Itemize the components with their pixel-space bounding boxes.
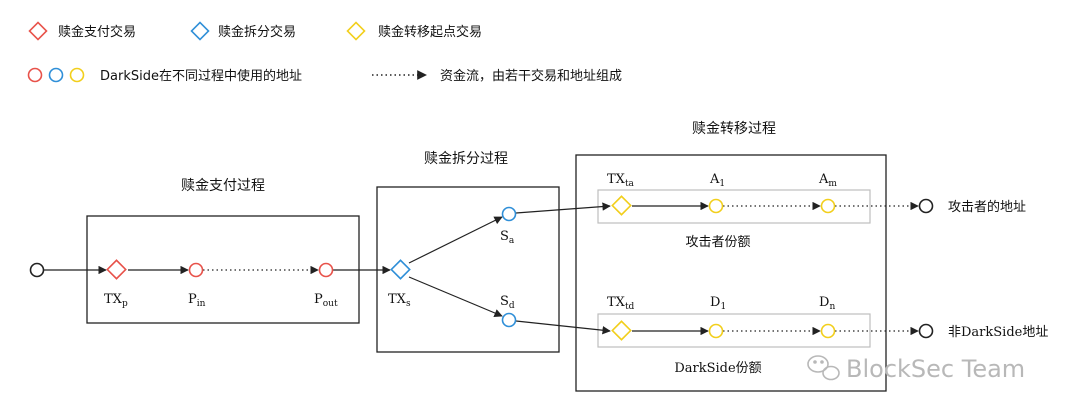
am-label: Am <box>818 172 837 189</box>
dn-address-node <box>820 323 836 339</box>
watermark-text: BlockSec Team <box>846 355 1025 383</box>
watermark: BlockSec Team <box>807 355 1025 383</box>
edge-sd-to-txtd <box>515 320 611 335</box>
edge-txs-to-sa <box>408 216 503 264</box>
edges <box>44 201 919 336</box>
start-address-node <box>29 262 45 278</box>
sd-label: Sd <box>500 294 515 311</box>
split-box-title: 赎金拆分过程 <box>424 150 508 167</box>
payment-box-title: 赎金支付过程 <box>181 177 265 194</box>
legend-transfer-label: 赎金转移起点交易 <box>378 24 482 40</box>
txta-label: TXta <box>607 172 635 189</box>
txp-label: TXp <box>104 292 128 309</box>
legend-payment-label: 赎金支付交易 <box>58 24 136 40</box>
legend: 赎金支付交易 赎金拆分交易 赎金转移起点交易 DarkSide在不同过程中使用的… <box>27 21 622 84</box>
legend-flow-label: 资金流，由若干交易和地址组成 <box>440 68 622 84</box>
sa-address-node <box>501 206 517 222</box>
a1-address-node <box>708 198 724 214</box>
legend-address-circle-yellow <box>69 67 85 83</box>
am-address-node <box>820 198 836 214</box>
wechat-icon <box>807 355 840 381</box>
txta-diamond-node <box>611 195 632 216</box>
legend-transfer-diamond <box>346 21 366 41</box>
a1-label: A1 <box>709 172 725 189</box>
legend-address-circle-blue <box>48 67 64 83</box>
attacker-address-label: 攻击者的地址 <box>948 199 1026 215</box>
transfer-box <box>575 154 887 392</box>
pin-address-node <box>188 262 204 278</box>
txs-diamond-node <box>390 259 411 280</box>
legend-split-label: 赎金拆分交易 <box>218 24 296 40</box>
pout-label: Pout <box>314 292 338 309</box>
pin-label: Pin <box>188 292 206 309</box>
sa-label: Sa <box>500 229 515 246</box>
darkside-share-group <box>597 313 871 348</box>
transfer-box-title: 赎金转移过程 <box>692 120 776 137</box>
darkside-share-label: DarkSide份额 <box>674 361 761 376</box>
txtd-label: TXtd <box>607 295 635 312</box>
legend-payment-diamond <box>28 21 48 41</box>
edge-txs-to-sd <box>408 276 503 317</box>
nondarkside-address-label: 非DarkSide地址 <box>948 325 1048 340</box>
attacker-share-label: 攻击者份额 <box>685 235 750 250</box>
txp-diamond-node <box>106 259 127 280</box>
d1-label: D1 <box>710 295 726 312</box>
edge-sa-to-txta <box>515 202 611 214</box>
legend-split-diamond <box>190 21 210 41</box>
dn-label: Dn <box>819 295 835 312</box>
d1-address-node <box>708 323 724 339</box>
txtd-diamond-node <box>611 320 632 341</box>
attacker-address-node <box>918 198 934 214</box>
legend-address-circle-red <box>27 67 43 83</box>
legend-address-label: DarkSide在不同过程中使用的地址 <box>100 68 302 84</box>
sd-address-node <box>501 312 517 328</box>
nondarkside-address-node <box>918 323 934 339</box>
pout-address-node <box>318 262 334 278</box>
txs-label: TXs <box>388 292 411 309</box>
